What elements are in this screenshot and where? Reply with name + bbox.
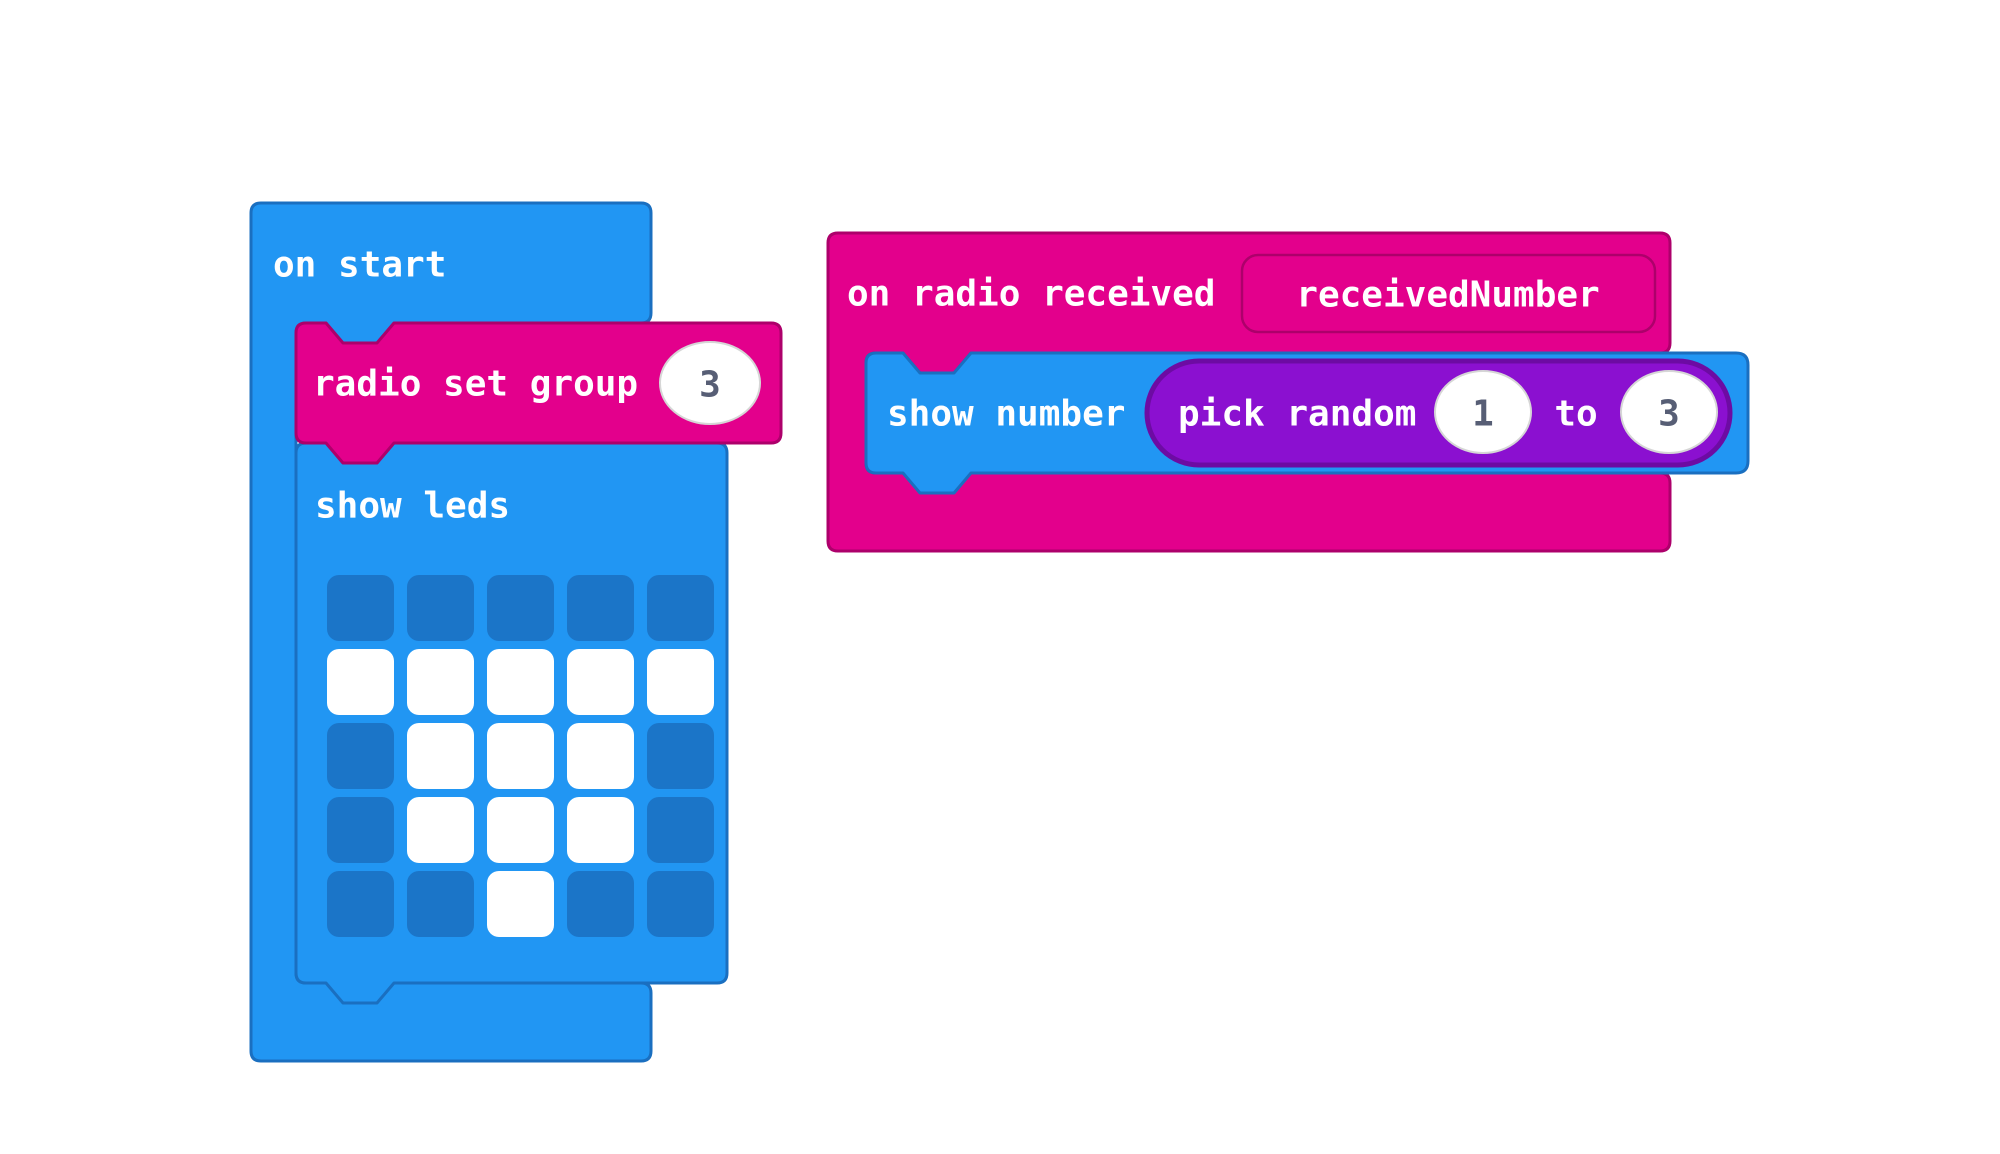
received-number-param-field[interactable] (1240, 253, 1657, 334)
pick-random-to-label: to (1554, 394, 1597, 435)
random-from-field[interactable] (1434, 370, 1532, 454)
led-cell-1-2[interactable] (487, 649, 554, 715)
led-cell-2-0[interactable] (327, 723, 394, 789)
show-number-label: show number (887, 394, 1125, 435)
led-cell-3-1[interactable] (407, 797, 474, 863)
pick-random-block[interactable]: pick random 1 to 3 (1144, 358, 1733, 468)
show-number-block[interactable]: show number pick random 1 to 3 (864, 351, 1750, 495)
show-leds-label: show leds (315, 486, 510, 527)
radio-group-number-field[interactable] (659, 341, 761, 425)
on-start-label: on start (273, 245, 446, 286)
led-cell-3-3[interactable] (567, 797, 634, 863)
led-cell-3-4[interactable] (647, 797, 714, 863)
led-cell-4-3[interactable] (567, 871, 634, 937)
led-cell-1-0[interactable] (327, 649, 394, 715)
show-leds-block[interactable]: show leds (294, 441, 729, 1005)
led-cell-4-1[interactable] (407, 871, 474, 937)
led-cell-0-2[interactable] (487, 575, 554, 641)
led-cell-3-2[interactable] (487, 797, 554, 863)
led-cell-4-0[interactable] (327, 871, 394, 937)
led-cell-1-1[interactable] (407, 649, 474, 715)
led-cell-4-2[interactable] (487, 871, 554, 937)
on-start-block[interactable]: on start (249, 201, 653, 1063)
led-cell-1-3[interactable] (567, 649, 634, 715)
led-cell-2-3[interactable] (567, 723, 634, 789)
received-number-param-label: receivedNumber (1296, 275, 1599, 316)
led-cell-3-0[interactable] (327, 797, 394, 863)
on-radio-received-label: on radio received (847, 274, 1215, 315)
random-to-value: 3 (1658, 394, 1680, 435)
radio-group-number-value: 3 (699, 365, 721, 406)
led-cell-1-4[interactable] (647, 649, 714, 715)
led-cell-0-0[interactable] (327, 575, 394, 641)
led-cell-0-1[interactable] (407, 575, 474, 641)
random-from-value: 1 (1472, 394, 1494, 435)
radio-set-group-block[interactable]: radio set group 3 (294, 321, 783, 465)
pick-random-label: pick random (1178, 394, 1416, 435)
led-grid (327, 575, 714, 937)
led-cell-4-4[interactable] (647, 871, 714, 937)
radio-set-group-shape[interactable] (294, 321, 783, 465)
led-cell-2-4[interactable] (647, 723, 714, 789)
led-cell-2-2[interactable] (487, 723, 554, 789)
led-cell-2-1[interactable] (407, 723, 474, 789)
led-cell-0-3[interactable] (567, 575, 634, 641)
on-radio-received-block[interactable]: on radio received receivedNumber (826, 231, 1672, 553)
random-to-field[interactable] (1620, 370, 1718, 454)
led-cell-0-4[interactable] (647, 575, 714, 641)
radio-set-group-label: radio set group (313, 364, 638, 405)
